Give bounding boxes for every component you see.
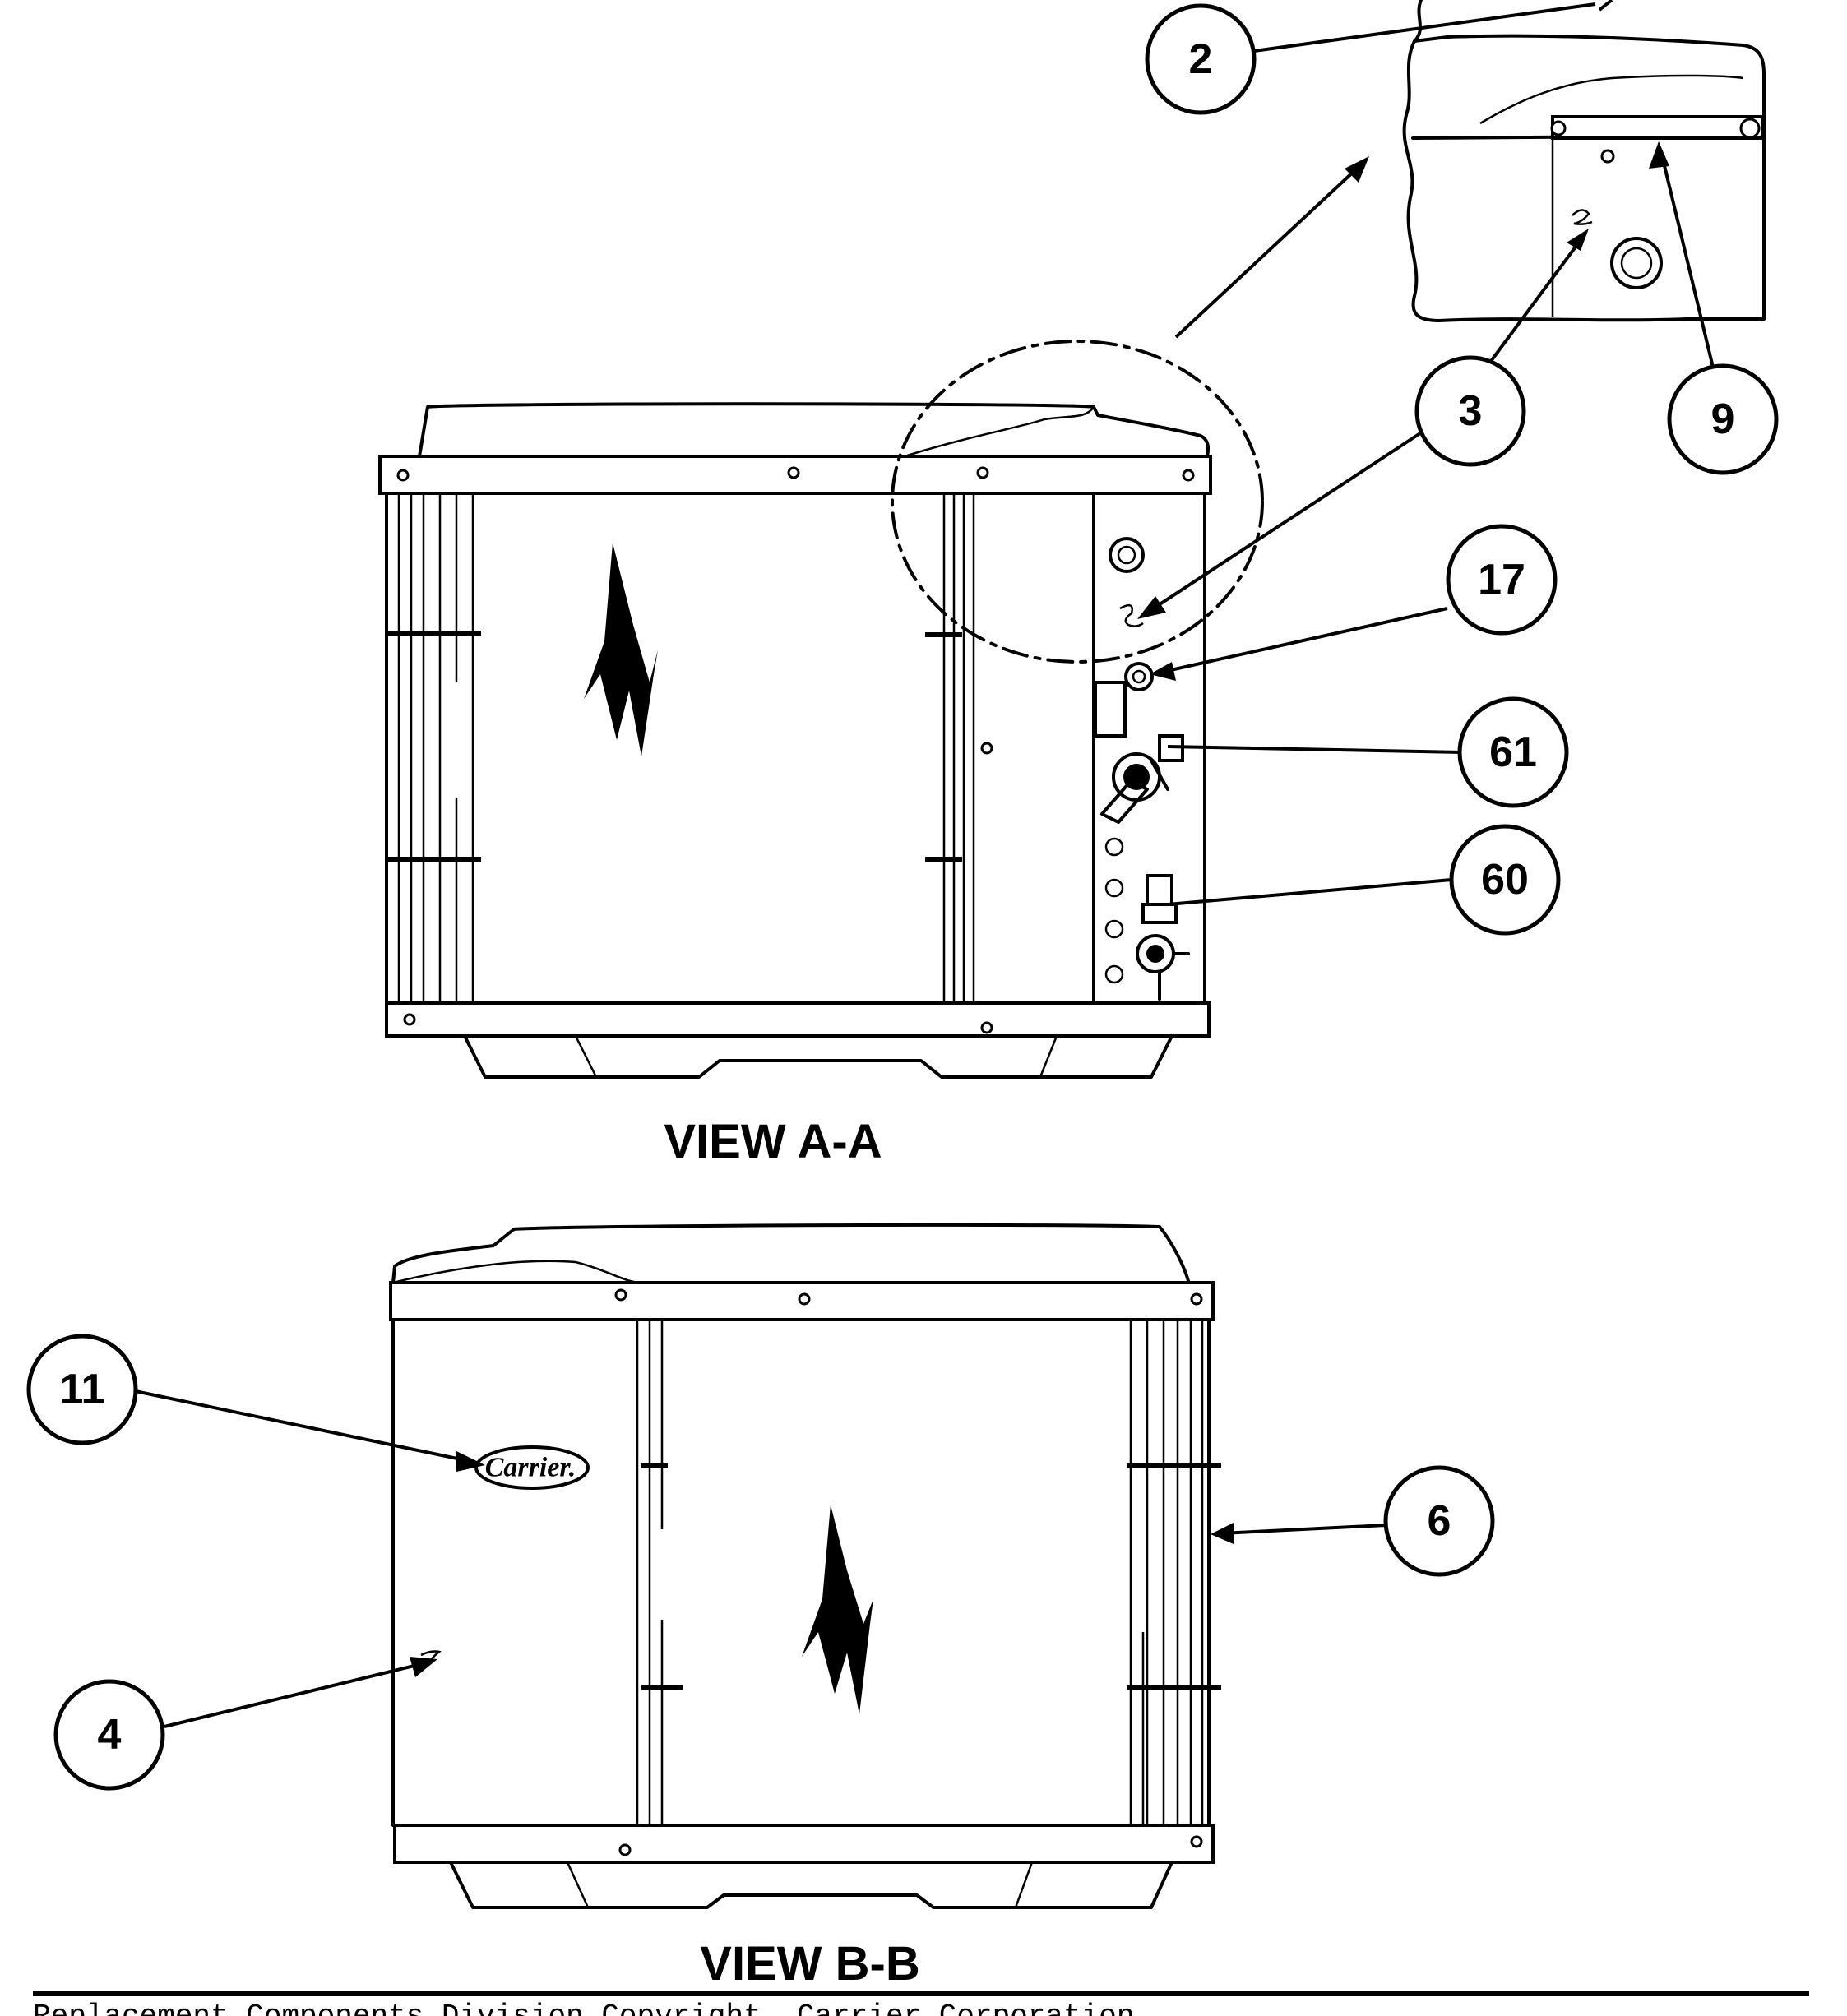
view-a-a-unit [378,340,1264,1079]
footer-text: Replacement Components Division Copyrigh… [33,2000,1134,2016]
callout-4: 4 [53,1679,165,1791]
callout-9-label: 9 [1711,395,1735,443]
view-b-b-unit: Carrier. [389,1223,1221,1909]
callout-6-label: 6 [1428,1497,1451,1545]
callout-61: 61 [1457,696,1569,808]
callout-3: 3 [1414,355,1526,467]
callout-60-label: 60 [1481,856,1529,904]
callout-17: 17 [1446,524,1558,636]
detail-inset [1402,0,1766,322]
callout-2-label: 2 [1189,35,1213,83]
callout-60: 60 [1449,824,1561,936]
callout-4-label: 4 [98,1711,122,1759]
carrier-logo: Carrier. [485,1453,576,1483]
callout-2: 2 [1145,3,1257,115]
view-a-a-title: VIEW A-A [664,1115,882,1168]
view-b-b-title: VIEW B-B [700,1937,919,1991]
callout-17-label: 17 [1478,556,1525,603]
callout-11-label: 11 [60,1366,105,1413]
callout-11: 11 [26,1334,138,1445]
callout-3-label: 3 [1459,387,1483,435]
callout-6: 6 [1383,1465,1495,1577]
callout-leaders [127,0,1716,1728]
callout-61-label: 61 [1489,728,1537,776]
detail-pointer [1174,156,1369,339]
callout-9: 9 [1667,363,1779,475]
